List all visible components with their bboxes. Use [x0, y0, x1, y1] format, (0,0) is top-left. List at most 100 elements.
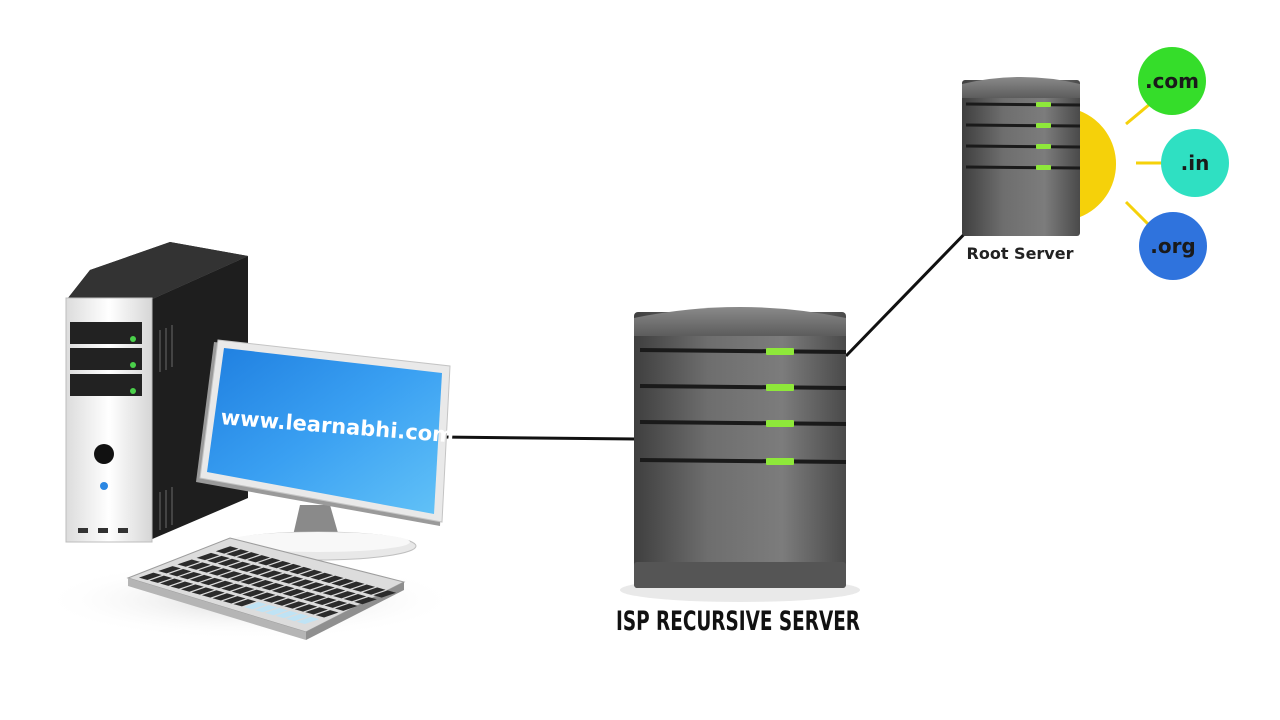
keyboard-key [236, 552, 260, 560]
keyboard-key [138, 572, 162, 580]
keyboard-key [238, 564, 262, 572]
keyboard-key [354, 596, 377, 605]
isp-to-root-connector [844, 220, 978, 358]
keyboard-key [250, 580, 274, 588]
keyboard-key [249, 567, 272, 575]
keyboard-key [261, 582, 285, 591]
keyboard-key [179, 571, 202, 580]
keyboard-key [222, 596, 246, 604]
keyboard-key [263, 595, 286, 603]
hub-to-com-connector [1125, 102, 1151, 126]
tld-in-circle [1161, 129, 1229, 197]
tld-com-circle [1138, 47, 1206, 115]
root-server-group: Root Server .com .in .org [962, 47, 1229, 280]
keyboard-key [257, 558, 281, 566]
keyboard-key [212, 593, 236, 601]
keyboard-key [334, 603, 358, 611]
client-to-isp-connector [439, 435, 637, 441]
keyboard-key [210, 580, 234, 589]
keyboard-key [294, 604, 318, 612]
keyboard-key [208, 568, 232, 576]
isp-recursive-server: ISP RECURSIVE SERVER [616, 307, 860, 637]
keyboard-key [219, 571, 243, 579]
keyboard-key [198, 565, 222, 573]
keyboard-key [233, 599, 257, 607]
keyboard-key [303, 594, 327, 603]
keyboard-key [324, 600, 348, 608]
keyboard-key [252, 592, 276, 600]
keyboard-key [187, 562, 211, 570]
keyboard-key [180, 584, 204, 592]
tld-in-label: .in [1181, 151, 1210, 175]
keyboard-key [275, 610, 299, 619]
keyboard-key [299, 569, 323, 578]
keyboard-key [200, 577, 223, 586]
server-icon [634, 307, 847, 588]
keyboard-key [215, 546, 239, 554]
keyboard-key [217, 558, 241, 567]
keyboard-key [189, 574, 213, 583]
root-server-icon [962, 77, 1081, 236]
client-computer: www.learnabhi.com [40, 242, 460, 640]
keyboard-key [373, 590, 397, 598]
keyboard-key [271, 585, 295, 594]
keyboard-key [168, 569, 192, 577]
keyboard-key [315, 610, 339, 618]
monitor-screen [207, 348, 442, 514]
keyboard-key [284, 601, 307, 609]
keyboard-key [196, 552, 220, 561]
keyboard-key [278, 563, 302, 572]
keyboard-key [259, 570, 283, 578]
tld-com-label: .com [1145, 69, 1199, 93]
keyboard-icon [126, 537, 406, 640]
isp-server-label: ISP RECURSIVE SERVER [616, 606, 860, 637]
keyboard-key [296, 616, 320, 625]
hub-to-org-connector [1124, 200, 1150, 226]
keyboard-key [191, 587, 215, 595]
keyboard-key [331, 578, 355, 586]
tld-in-node: .in [1161, 129, 1229, 197]
keyboard-key [310, 572, 334, 581]
keyboard-key [292, 591, 316, 600]
root-server-label: Root Server [967, 244, 1074, 263]
keyboard-key [247, 555, 271, 563]
keyboard-key [159, 578, 183, 586]
keyboard-key [273, 598, 297, 606]
tld-org-label: .org [1150, 234, 1196, 258]
keyboard-key [289, 566, 313, 575]
keyboard-key [149, 575, 173, 583]
keyboard-key [177, 559, 201, 567]
keyboard-key [170, 581, 194, 589]
keyboard-key [268, 560, 292, 569]
keyboard-key [158, 566, 181, 574]
keyboard-key [221, 583, 244, 592]
keyboard-key [320, 575, 344, 583]
keyboard-key [226, 549, 250, 557]
monitor-icon: www.learnabhi.com [196, 339, 455, 561]
keyboard-key [243, 602, 267, 610]
keyboard-key [322, 588, 346, 596]
root-hub-icon [1080, 111, 1117, 217]
keyboard-key [231, 586, 255, 594]
keyboard-key [362, 587, 386, 595]
keyboard-key [201, 590, 225, 598]
keyboard-key [333, 591, 356, 599]
keyboard-key [343, 594, 367, 602]
keyboard-key [282, 588, 306, 597]
keyboard-key [270, 573, 293, 581]
keyboard-key [240, 577, 264, 585]
keyboard-key [242, 589, 265, 597]
keyboard-key [352, 584, 376, 592]
tld-org-node: .org [1139, 212, 1207, 280]
keyboard-key [254, 604, 278, 613]
keyboard-key [280, 576, 304, 584]
keyboard-key [229, 574, 253, 582]
keyboard-key [228, 561, 251, 569]
keyboard-key [305, 607, 328, 615]
tld-com-node: .com [1138, 47, 1206, 115]
keyboard-key [341, 581, 365, 589]
keyboard-key [207, 555, 230, 564]
keyboard-key [264, 607, 288, 616]
keyboard-key [313, 597, 337, 605]
